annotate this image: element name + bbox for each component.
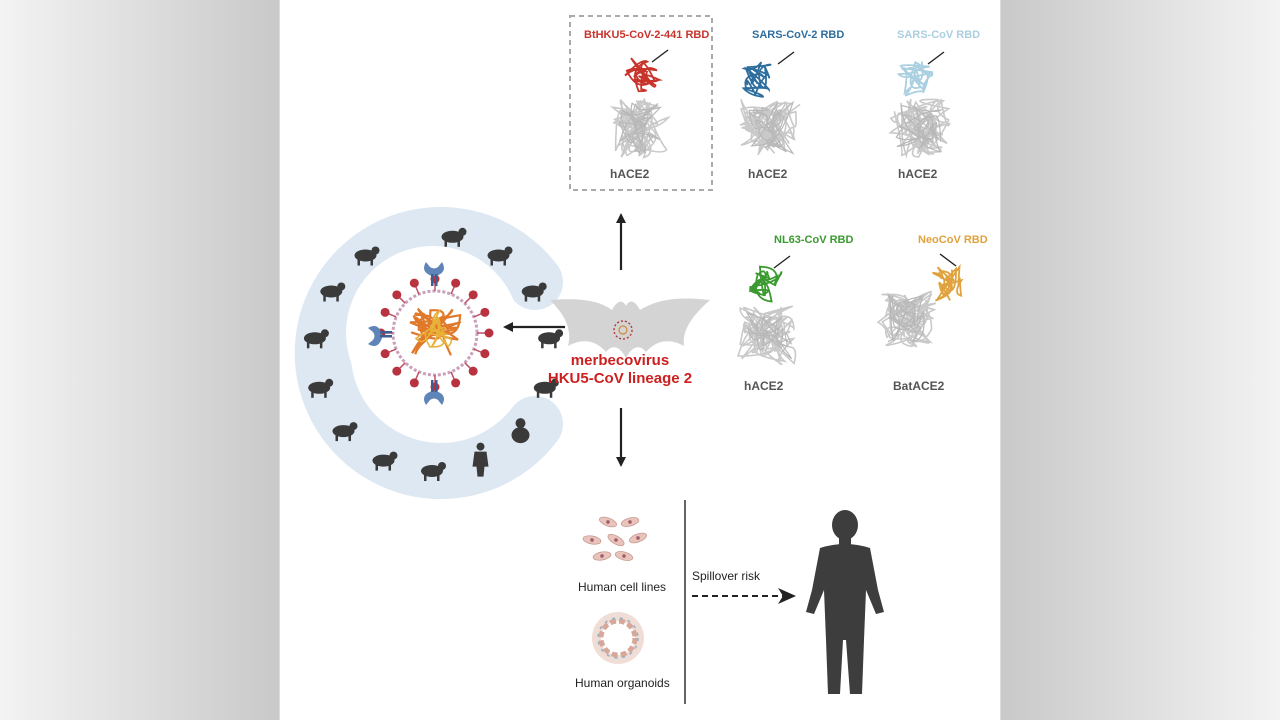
host-hamster-icon [354, 246, 380, 266]
organoids-label: Human organoids [575, 676, 670, 690]
structure-sars1 [888, 51, 951, 159]
structure-nl63 [737, 255, 797, 366]
rbd-label-bthku5: BtHKU5-CoV-2-441 RBD [584, 29, 710, 41]
receptor-icons [368, 262, 444, 405]
rbd-label-sars1: SARS-CoV RBD [897, 29, 981, 41]
rbd-label-neocov: NeoCoV RBD [918, 234, 988, 246]
host-rabbit-icon [308, 378, 334, 398]
host-silhouettes [303, 227, 564, 481]
host-goat-icon [332, 422, 358, 442]
cell-lines-label: Human cell lines [578, 580, 667, 594]
structure-bthku5 [609, 49, 671, 159]
host-dog-icon [421, 462, 446, 481]
receptor-label-1: hACE2 [610, 167, 650, 181]
rbd-label-nl63: NL63-CoV RBD [774, 234, 854, 246]
cell-lines-icon [582, 516, 647, 561]
host-dolphin-icon [320, 282, 346, 302]
organoid-icon [592, 612, 644, 664]
host-duck-icon [538, 329, 564, 349]
human-silhouette-icon [806, 510, 884, 694]
flow-arrows [503, 213, 626, 467]
protein-structures [609, 49, 964, 366]
structure-sars2 [739, 51, 801, 156]
virus-name-line1: merbecovirus [570, 352, 670, 369]
receptor-label-3: hACE2 [898, 167, 938, 181]
host-camel-icon [521, 282, 547, 302]
receptor-label-2: hACE2 [748, 167, 788, 181]
virus-particle-icon [376, 274, 494, 392]
host-pangolin-icon [441, 227, 467, 247]
structure-neocov [876, 253, 964, 348]
host-squirrel-icon [487, 246, 513, 266]
bat-silhouette-icon [550, 298, 710, 358]
host-bat-icon [533, 378, 559, 398]
host-ferret-icon [372, 451, 398, 471]
receptor-label-5: BatACE2 [893, 379, 945, 393]
diagram-panel: BtHKU5-CoV-2-441 RBD SARS-CoV-2 RBD SARS… [280, 0, 1000, 720]
rbd-label-sars2: SARS-CoV-2 RBD [752, 29, 845, 41]
host-human-icon [472, 442, 489, 477]
highlight-box [569, 15, 713, 191]
receptor-label-4: hACE2 [744, 379, 784, 393]
virus-name-label: merbecovirus HKU5-CoV lineage 2 [535, 352, 705, 388]
host-cow-icon [303, 329, 329, 349]
spillover-risk-label: Spillover risk [692, 569, 761, 583]
host-monkey-icon [511, 418, 530, 444]
virus-name-line2: HKU5-CoV lineage 2 [547, 370, 693, 387]
diagram-artwork [294, 15, 964, 704]
